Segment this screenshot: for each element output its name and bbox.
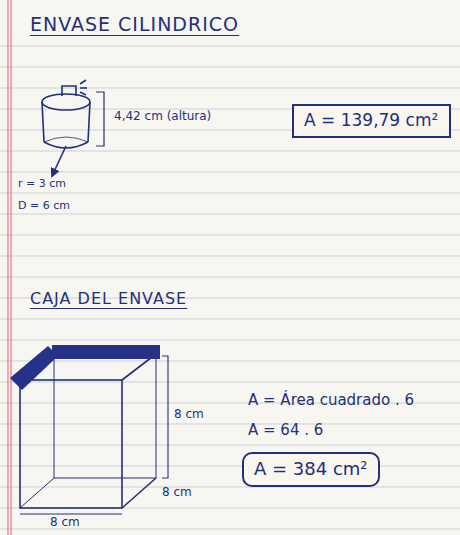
- cylinder-drawing: [42, 80, 104, 176]
- lid-flap: [10, 346, 58, 390]
- result-text: A = 384 cm²: [254, 459, 368, 480]
- section-heading: ENVASE CILINDRICO: [28, 14, 241, 36]
- dimension: D = 6 cm: [16, 200, 72, 213]
- dimension: 8 cm: [172, 408, 206, 422]
- lid-bar: [52, 345, 160, 359]
- dimension: 4,42 cm (altura): [112, 110, 213, 124]
- result-box: A = 139,79 cm²: [292, 104, 451, 138]
- result-box: A = 384 cm²: [242, 452, 380, 487]
- formula: A = 64 . 6: [246, 422, 325, 439]
- formula: A = Área cuadrado . 6: [246, 392, 416, 409]
- result-text: A = 139,79 cm²: [304, 111, 439, 131]
- cube-drawing: [20, 354, 168, 514]
- dimension: r = 3 cm: [16, 178, 68, 191]
- section-heading: CAJA DEL ENVASE: [28, 290, 189, 308]
- dimension: 8 cm: [48, 516, 82, 530]
- dimension: 8 cm: [160, 486, 194, 500]
